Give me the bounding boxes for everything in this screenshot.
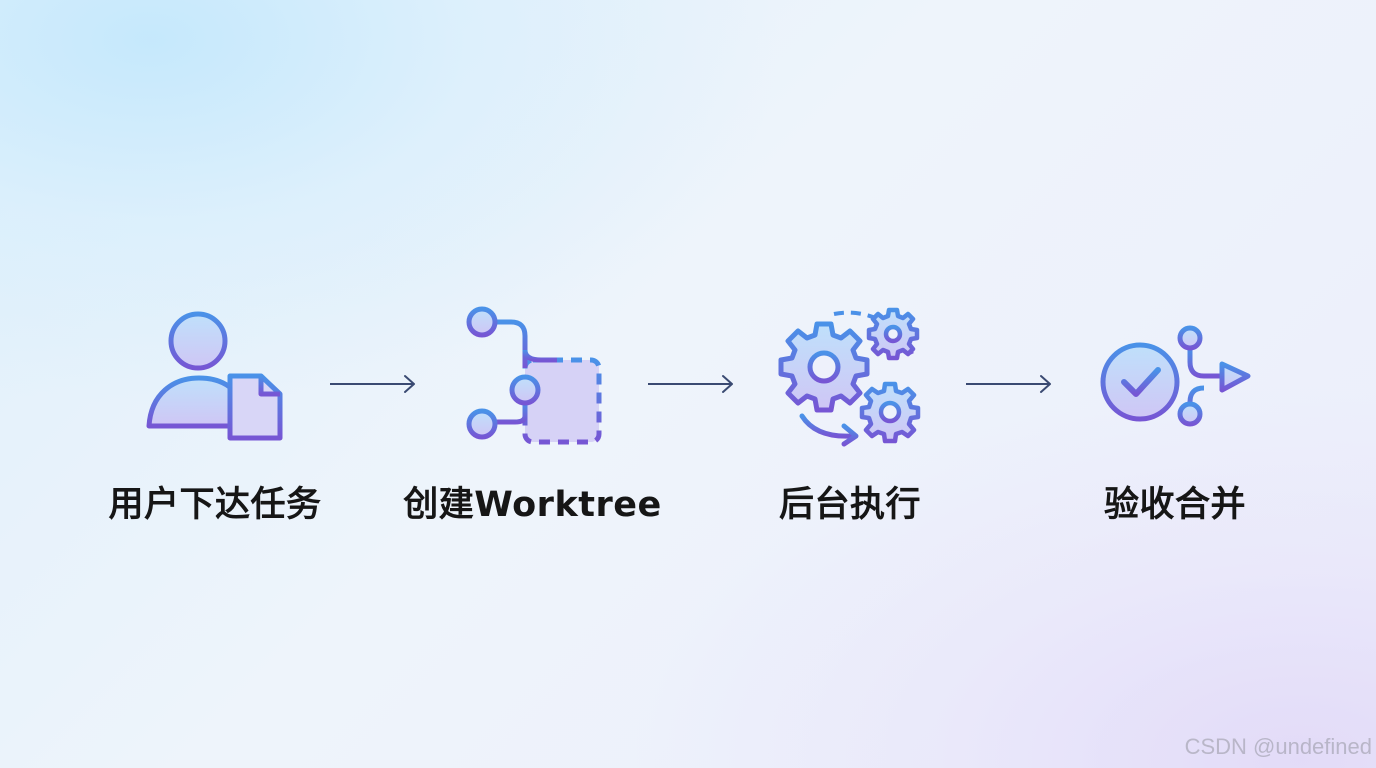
step-label-3: 后台执行 — [778, 485, 921, 525]
arrow-right-icon — [964, 372, 1054, 396]
gears-icon — [772, 298, 932, 458]
user-document-icon — [135, 298, 295, 458]
git-branch-icon — [455, 298, 615, 458]
step-label-1: 用户下达任务 — [108, 485, 322, 525]
step-label-2: 创建Worktree — [403, 485, 662, 525]
step-label-4: 验收合并 — [1103, 485, 1246, 525]
watermark: CSDN @undefined — [1184, 734, 1372, 759]
check-merge-icon — [1094, 298, 1254, 458]
arrow-right-icon — [646, 372, 736, 396]
arrow-right-icon — [328, 372, 418, 396]
